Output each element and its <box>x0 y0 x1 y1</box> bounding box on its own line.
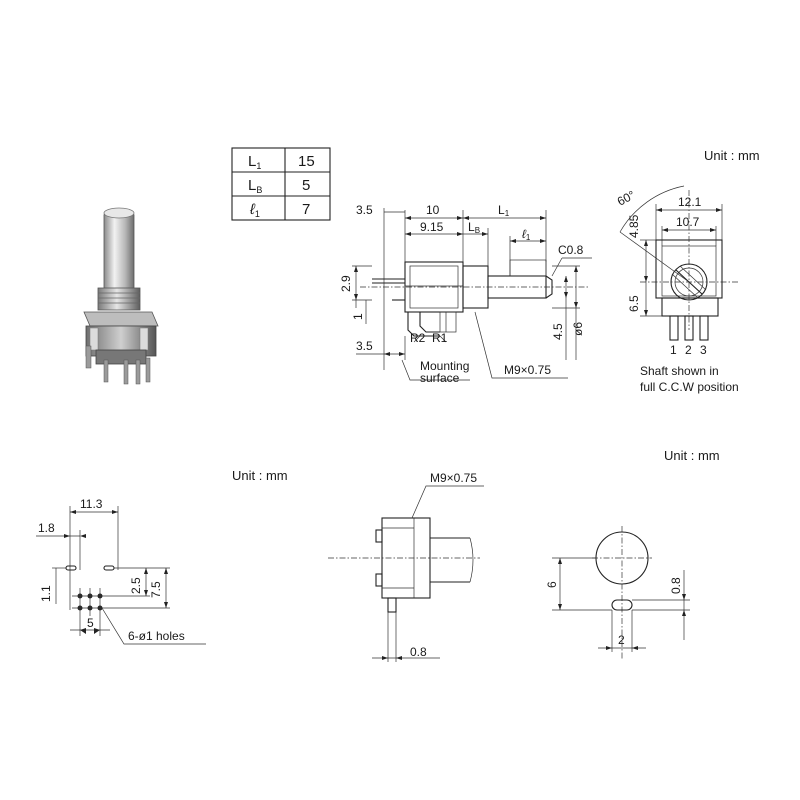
unit-label-mid-right: Unit : mm <box>664 448 720 463</box>
front-dim-10-7: 10.7 <box>676 215 700 229</box>
pin-label-1: 1 <box>670 343 677 357</box>
front-view-drawing <box>619 185 738 341</box>
front-dim-6-5: 6.5 <box>627 295 641 312</box>
pin-label-3: 3 <box>700 343 707 357</box>
dim-l1: L1 <box>498 203 510 218</box>
table-row-1-value: 15 <box>298 153 315 170</box>
table-row-1-key: L1 <box>248 153 261 171</box>
unit-label-top-right: Unit : mm <box>704 148 760 163</box>
pcb-layout-drawing <box>36 506 206 645</box>
dim-9-15: 9.15 <box>420 220 444 234</box>
pcb-dim-7-5: 7.5 <box>149 581 163 598</box>
dim-4-5: 4.5 <box>551 323 565 340</box>
front-note-line2: full C.C.W position <box>640 380 739 394</box>
pcb-dim-11-3: 11.3 <box>80 497 103 511</box>
hole-dim-2: 2 <box>618 633 625 647</box>
dim-3-5-top: 3.5 <box>356 203 373 217</box>
pcb-dim-1-8: 1.8 <box>38 521 55 535</box>
label-mounting: Mounting <box>420 359 469 373</box>
dim-10: 10 <box>426 203 440 217</box>
pcb-dim-5: 5 <box>87 616 94 630</box>
side-view-drawing <box>352 208 592 381</box>
unit-label-mid-left: Unit : mm <box>232 468 288 483</box>
front-dim-4-85: 4.85 <box>627 214 641 238</box>
label-r1: R1 <box>432 331 448 345</box>
pin-label-2: 2 <box>685 343 692 357</box>
label-r2: R2 <box>410 331 426 345</box>
hole-dim-6: 6 <box>545 581 559 588</box>
table-row-3-value: 7 <box>302 201 310 218</box>
dim-lb: LB <box>468 220 480 235</box>
potentiometer-photo <box>83 207 159 385</box>
table-row-2-value: 5 <box>302 177 310 194</box>
label-surface: surface <box>420 371 460 385</box>
panel-thread-label: M9×0.75 <box>430 471 477 485</box>
dim-3-5-bottom: 3.5 <box>356 339 373 353</box>
front-dim-12-1: 12.1 <box>678 195 702 209</box>
pcb-holes-label: 6-ø1 holes <box>128 629 185 643</box>
label-thread-side: M9×0.75 <box>504 363 551 377</box>
front-note-line1: Shaft shown in <box>640 364 719 378</box>
pcb-dim-1-1: 1.1 <box>39 585 53 602</box>
dim-c0-8: C0.8 <box>558 243 584 257</box>
dim-l-small: ℓ1 <box>522 227 531 242</box>
table-row-2-key: LB <box>248 177 262 195</box>
hole-detail-drawing <box>552 526 690 660</box>
dim-phi6: ø6 <box>571 322 585 336</box>
hole-dim-0-8: 0.8 <box>669 577 683 594</box>
dim-2-9: 2.9 <box>339 275 353 292</box>
dim-1: 1 <box>351 313 365 320</box>
pcb-dim-2-5: 2.5 <box>129 577 143 594</box>
table-row-3-key: ℓ1 <box>249 201 260 219</box>
panel-dim-0-8: 0.8 <box>410 645 427 659</box>
front-angle: 60° <box>615 188 638 209</box>
dimension-table: L1 15 LB 5 ℓ1 7 <box>231 147 331 221</box>
panel-cutout-drawing <box>328 485 484 662</box>
